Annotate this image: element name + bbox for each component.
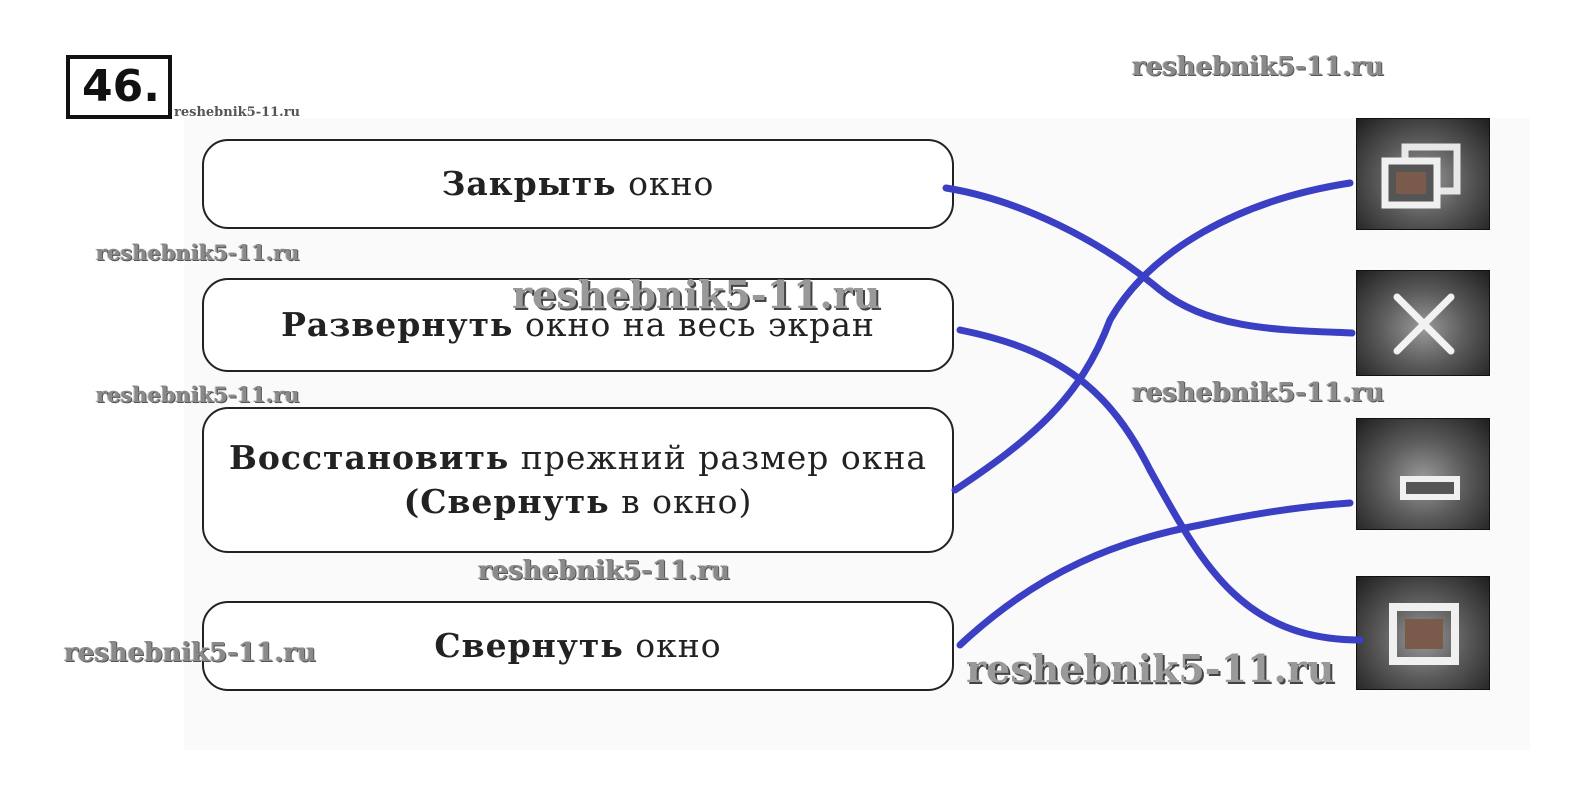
watermark: reshebnik5-11.ru — [96, 240, 300, 265]
label-text: Свернуть окно — [434, 626, 722, 665]
watermark: reshebnik5-11.ru — [512, 272, 881, 317]
watermark: reshebnik5-11.ru — [1132, 378, 1385, 408]
restore-button[interactable] — [1356, 118, 1490, 230]
minimize-button[interactable] — [1356, 418, 1490, 530]
watermark: reshebnik5-11.ru — [966, 646, 1335, 691]
watermark: reshebnik5-11.ru — [96, 382, 300, 407]
watermark: reshebnik5-11.ru — [64, 638, 317, 668]
label-restore-window[interactable]: Восстановить прежний размер окна (Сверну… — [202, 407, 954, 553]
close-icon — [1393, 293, 1455, 355]
watermark: reshebnik5-11.ru — [478, 556, 731, 586]
label-close-window[interactable]: Закрыть окно — [202, 139, 954, 229]
watermark: reshebnik5-11.ru — [174, 105, 301, 120]
label-text: Развернуть окно на весь экран — [281, 305, 875, 344]
task-number: 46. — [66, 55, 172, 119]
label-text: Закрыть окно — [441, 164, 715, 203]
minimize-icon — [1400, 476, 1460, 500]
maximize-button[interactable] — [1356, 576, 1490, 690]
watermark: reshebnik5-11.ru — [1132, 52, 1385, 82]
label-text: Восстановить прежний размер окна (Сверну… — [228, 438, 928, 521]
label-minimize-window[interactable]: Свернуть окно — [202, 601, 954, 691]
maximize-icon — [1389, 603, 1459, 665]
restore-icon — [1381, 143, 1461, 209]
label-maximize-window[interactable]: Развернуть окно на весь экран — [202, 278, 954, 372]
close-button[interactable] — [1356, 270, 1490, 376]
